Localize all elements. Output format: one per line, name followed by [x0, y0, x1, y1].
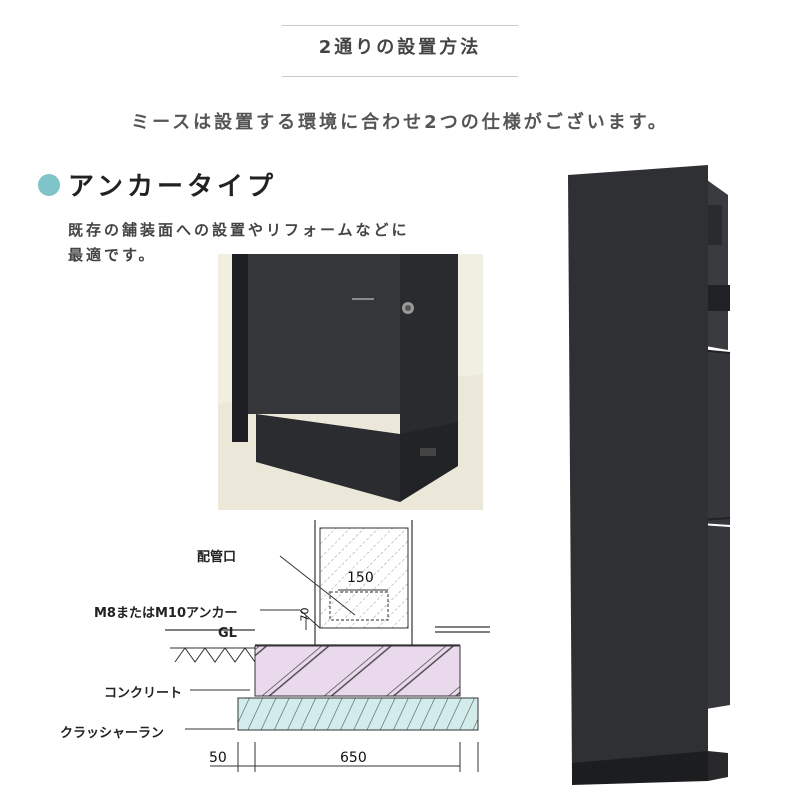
- dimension-70: 70: [298, 607, 312, 622]
- description-line-2: 最適です。: [68, 246, 157, 264]
- label-ground-level: GL: [218, 626, 237, 641]
- label-crusher-run: クラッシャーラン: [60, 726, 165, 741]
- page-title: 2通りの設置方法: [318, 37, 482, 58]
- section-title: アンカータイプ: [68, 172, 277, 202]
- title-bottom-rule: [282, 76, 518, 77]
- label-concrete: コンクリート: [104, 686, 183, 701]
- label-pipe-opening: 配管口: [197, 550, 237, 565]
- label-anchor: M8またはM10アンカー: [94, 606, 238, 621]
- circle-bullet-icon: [38, 174, 60, 196]
- description-line-1: 既存の舗装面への設置やリフォームなどに: [68, 221, 410, 239]
- mailbox-product-image: [568, 165, 731, 785]
- installation-section-diagram: [165, 520, 490, 772]
- dimension-150: 150: [347, 570, 374, 586]
- page-subtitle: ミースは設置する環境に合わせ2つの仕様がございます。: [131, 112, 669, 133]
- dimension-50: 50: [209, 750, 227, 766]
- title-top-rule: [282, 25, 518, 26]
- anchor-base-photo: [218, 254, 483, 510]
- section-description: 既存の舗装面への設置やリフォームなどに 最適です。: [68, 218, 488, 268]
- dimension-650: 650: [340, 750, 367, 766]
